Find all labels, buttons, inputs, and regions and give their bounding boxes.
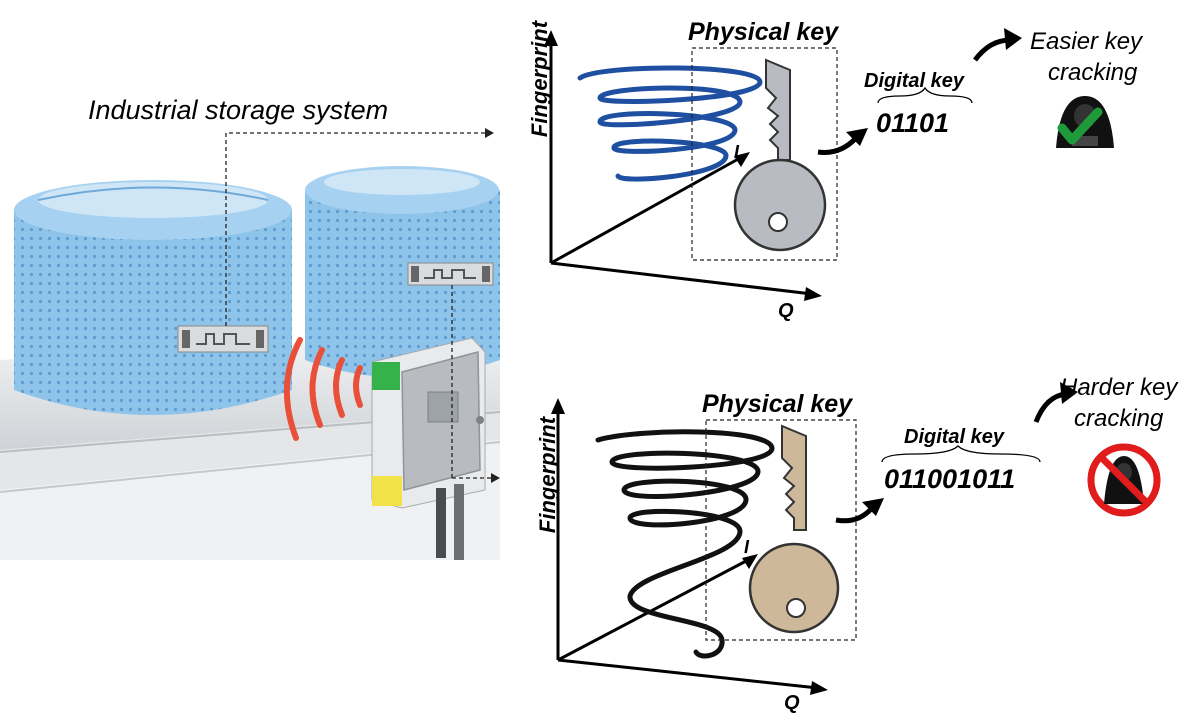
top-arrow-to-outcome-head [1004,28,1022,50]
bottom-arrow-to-digital [835,506,874,524]
bottom-axis-arrowheads [551,398,828,695]
bottom-physical-key-box [705,419,857,641]
top-x-axis-label: Q [778,300,794,322]
top-outcome-line1: Easier key [1030,28,1143,55]
top-arrow-to-digital-head [846,128,868,146]
connector-lines [225,132,492,479]
bottom-outcome-line2: cracking [1074,405,1164,432]
top-digital-key-value: 01101 [876,108,950,138]
bottom-key-icon [748,424,840,634]
bottom-digital-brace [881,445,1041,463]
top-key-icon [733,58,827,252]
storage-bin-right [305,166,500,378]
top-digital-key-label: Digital key [864,70,965,92]
bottom-digital-key-label: Digital key [904,426,1005,448]
top-y-axis-label: Fingerprint [527,20,552,138]
bottom-i-axis-label: I [744,537,750,557]
rfid-tag-left [177,325,269,353]
bottom-y-axis-label: Fingerprint [535,416,560,534]
top-physical-key-label: Physical key [688,18,839,46]
bottom-spiral [595,429,775,659]
top-physical-key-box [691,47,838,261]
bottom-axes [556,410,819,690]
top-axis-arrowheads [544,30,822,301]
top-spiral [577,65,763,182]
bottom-x-axis-label: Q [784,692,800,714]
system-title: Industrial storage system [88,95,389,125]
bottom-digital-key-value: 011001011 [884,464,1016,494]
rfid-reader [371,337,486,560]
bottom-physical-key-label: Physical key [702,390,853,418]
bottom-arrow-to-outcome-head [1060,382,1078,404]
storage-bin-left [14,180,292,415]
prohibited-icon [1087,443,1161,517]
top-outcome-line2: cracking [1048,59,1138,86]
connector-arrowheads [485,128,500,483]
bottom-arrow-to-digital-head [862,498,884,516]
rfid-tag-right [407,262,494,286]
top-arrow-to-digital [817,136,858,155]
top-axes [549,42,813,296]
top-digital-brace [877,86,973,104]
checkmark-icon [1057,107,1103,145]
bottom-outcome-line1: Harder key [1060,374,1178,401]
top-i-axis-label: I [734,142,740,162]
rf-waves [283,337,363,441]
